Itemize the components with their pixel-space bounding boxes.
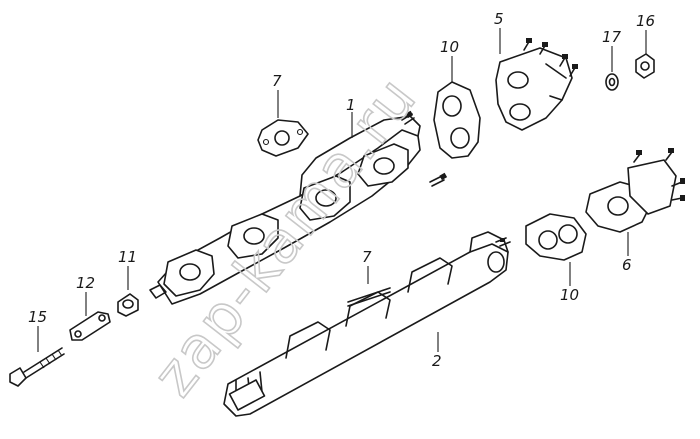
part-10-double-gasket-upper — [433, 81, 481, 159]
callout-5: 5 — [494, 10, 504, 28]
part-7-pin — [347, 287, 391, 307]
callout-12: 12 — [76, 274, 95, 292]
part-12-bracket — [69, 311, 111, 341]
part-16-nut — [635, 53, 655, 79]
callout-1: 1 — [346, 96, 356, 114]
part-17-washer — [605, 73, 619, 91]
callout-11: 11 — [118, 248, 137, 266]
part-10-double-gasket-lower — [525, 213, 587, 261]
part-7-small-gasket — [257, 119, 309, 157]
part-11-spacer-sleeve — [117, 293, 139, 317]
callout-6: 6 — [622, 256, 632, 274]
part-2-exhaust-manifold — [223, 231, 511, 417]
part-1-exhaust-manifold — [149, 110, 448, 305]
leader-lines — [37, 28, 647, 352]
callout-10-upper: 10 — [440, 38, 459, 56]
part-15-bolt — [9, 347, 65, 387]
callout-2: 2 — [432, 352, 442, 370]
callout-15: 15 — [28, 308, 47, 326]
part-6-outlet-flange — [585, 148, 685, 233]
callout-16: 16 — [636, 12, 655, 30]
callout-17: 17 — [602, 28, 622, 46]
callout-7-upper: 7 — [272, 72, 282, 90]
part-5-outlet-flange — [495, 38, 578, 131]
callout-10-lower: 10 — [560, 286, 579, 304]
callout-7-lower: 7 — [362, 248, 372, 266]
callout-labels: 1 2 5 6 7 7 10 10 11 12 15 16 17 — [28, 10, 655, 370]
